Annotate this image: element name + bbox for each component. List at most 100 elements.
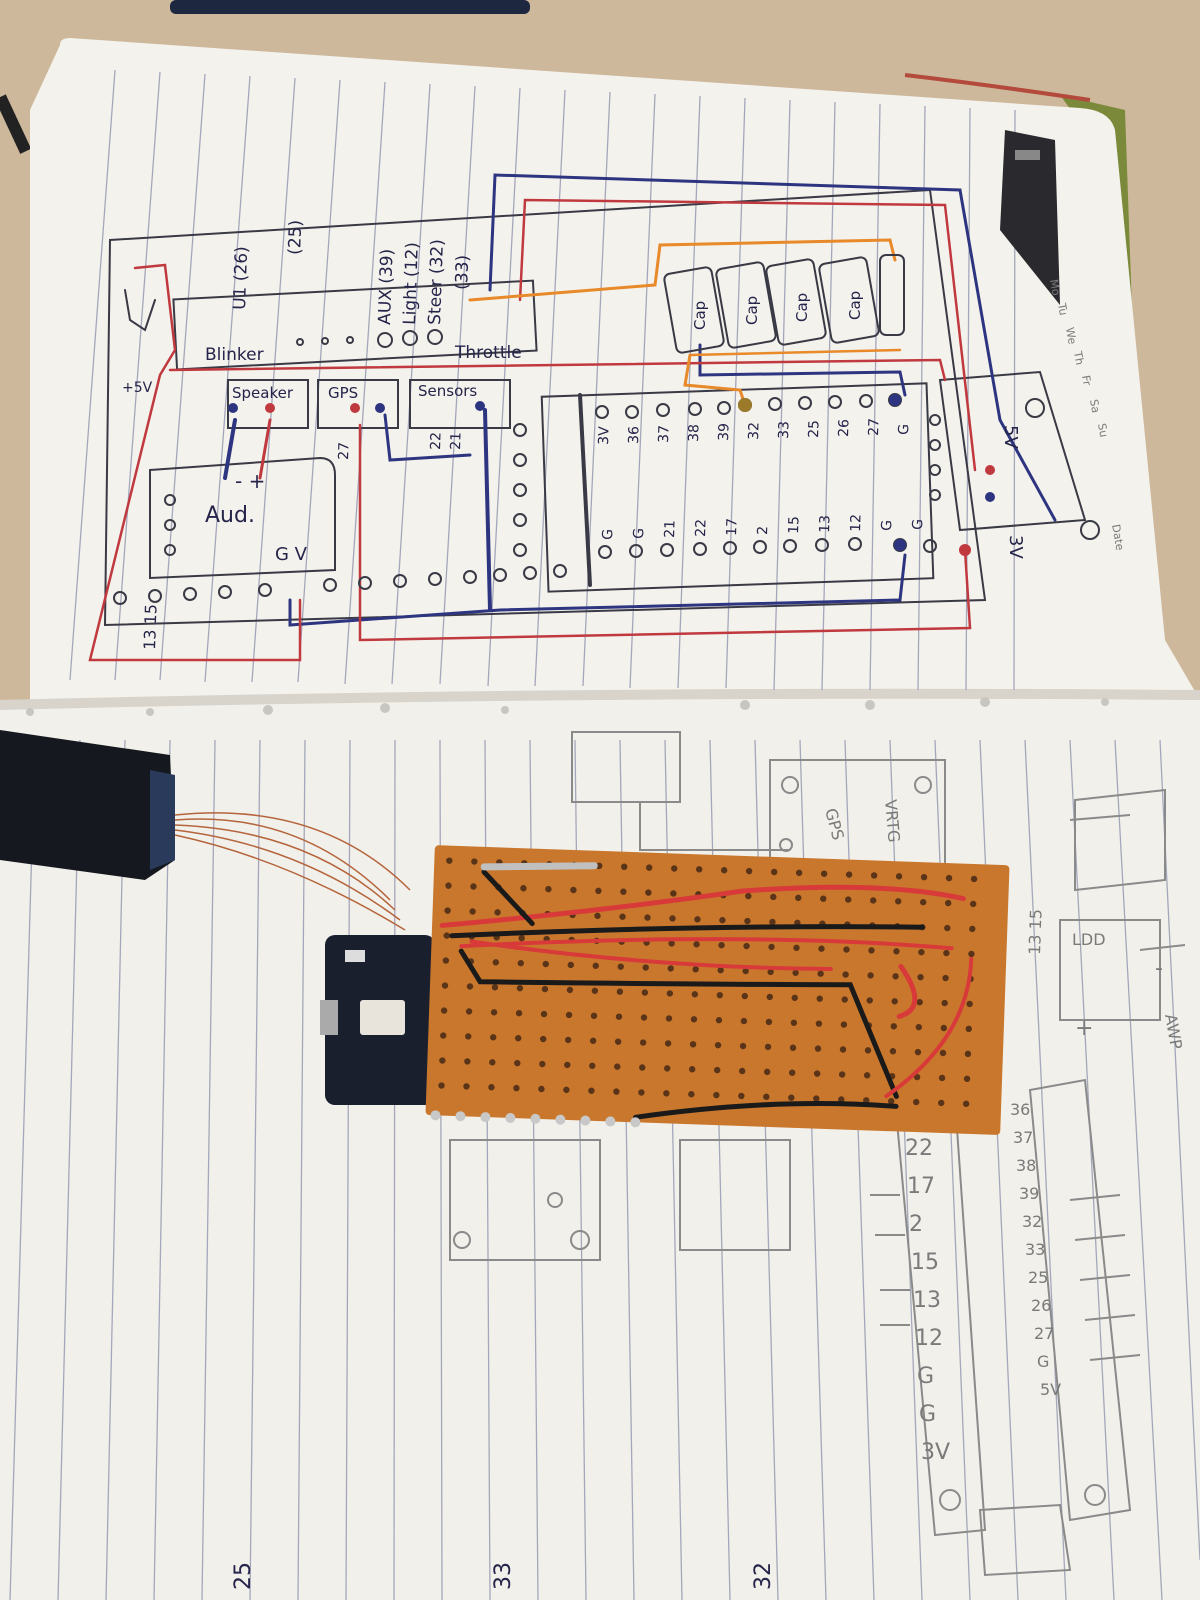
sketch-pin-number: 12	[915, 1326, 943, 1351]
cap-label-1: Cap	[691, 301, 709, 330]
perfboard-hole	[714, 1066, 721, 1074]
perfboard-hole	[964, 1050, 972, 1058]
perfboard-hole	[918, 948, 925, 956]
perfboard-hole	[866, 997, 873, 1004]
perfboard-hole	[466, 983, 474, 990]
perfboard-hole	[464, 1058, 471, 1065]
sketch-pin-number-right: 26	[1031, 1296, 1051, 1315]
perfboard-hole	[663, 1090, 670, 1097]
calendar-day: Mo	[1047, 278, 1063, 296]
perfboard-hole	[818, 945, 825, 952]
label-sensors: Sensors	[418, 382, 477, 400]
esp-left-pin-label: 32	[746, 422, 763, 440]
perfboard-hole	[814, 1045, 822, 1052]
perfboard-hole	[820, 870, 828, 877]
perfboard-hole	[641, 989, 649, 996]
perfboard-hole	[845, 896, 852, 903]
perfboard-hole	[795, 894, 802, 902]
perfboard-hole	[769, 918, 776, 926]
label-25: (25)	[285, 220, 306, 256]
label-steer: Steer (32)	[425, 239, 448, 325]
perfboard-hole	[564, 1036, 572, 1044]
perfboard-hole	[893, 948, 900, 955]
sketch-pin-number-right: 39	[1019, 1184, 1039, 1203]
perfboard-hole	[471, 858, 478, 865]
perfboard-hole	[895, 873, 903, 880]
esp-right-pin-label: 12	[848, 514, 865, 532]
label-1315: 13 15	[140, 604, 161, 650]
perfboard-hole	[867, 972, 874, 979]
perfboard-hole	[688, 1091, 695, 1098]
perfboard-hole	[966, 1000, 973, 1008]
perfboard-hole	[545, 885, 552, 893]
label-33: (33)	[452, 255, 473, 291]
perfboard-hole	[718, 942, 725, 949]
perfboard-hole	[588, 1087, 595, 1094]
perfboard-hole	[444, 907, 451, 914]
perfboard-hole	[638, 1089, 645, 1096]
perfboard-hole	[945, 874, 953, 882]
perfboard-hole	[642, 964, 649, 971]
perfboard-hole	[845, 871, 853, 878]
perfboard-hole	[738, 1067, 746, 1075]
esp-right-pin-label: 21	[662, 520, 679, 538]
label-throttle: Throttle	[454, 343, 522, 363]
esp-right-pin-label: 15	[786, 516, 803, 534]
perfboard-hole	[669, 915, 676, 922]
perfboard-hole	[664, 1065, 671, 1072]
esp-right-pin-label: 13	[817, 515, 834, 533]
perfboard-hole	[440, 1032, 447, 1039]
perfboard-hole	[919, 899, 927, 906]
sketch-pin-number-right: 25	[1028, 1268, 1048, 1287]
perfboard	[425, 845, 1010, 1135]
perfboard-hole	[492, 959, 500, 966]
perfboard-hole	[517, 960, 525, 967]
perfboard-hole	[815, 1020, 823, 1027]
perfboard-hole	[892, 973, 899, 980]
perfboard-hole	[665, 1015, 673, 1022]
perfboard-hole	[962, 1100, 970, 1108]
perfboard-hole	[889, 1048, 897, 1055]
perfboard-hole	[745, 892, 752, 900]
perfboard-hole	[520, 885, 527, 892]
perfboard-hole	[745, 867, 753, 875]
perfboard-hole	[965, 1025, 972, 1033]
perfboard-hole	[968, 950, 975, 958]
perfboard-hole	[790, 1019, 798, 1026]
perfboard-hole	[439, 1057, 446, 1064]
sketch-pin-number-right: 38	[1016, 1156, 1036, 1175]
perfboard-hole	[564, 1061, 571, 1069]
perfboard-hole	[938, 1074, 946, 1082]
perfboard-hole	[895, 898, 902, 905]
perfboard-hole	[645, 889, 652, 896]
perfboard-hole	[540, 1010, 548, 1018]
perfboard-hole	[720, 867, 728, 874]
perfboard-hole	[715, 1016, 723, 1024]
perfboard-hole	[793, 944, 800, 952]
schematic-text: U1 (26) (25) AUX (39) Light (12) Steer (…	[122, 220, 1026, 651]
perfboard-hole	[742, 967, 749, 975]
perfboard-hole	[763, 1068, 771, 1076]
perfboard-hole	[863, 1072, 871, 1079]
label-gv: G V	[275, 544, 308, 565]
sketch-pin-number-right: 37	[1013, 1128, 1033, 1147]
date-label: Date	[1109, 523, 1126, 551]
perfboard-hole	[515, 1009, 523, 1017]
pen-top	[170, 0, 530, 14]
perfboard-hole	[465, 1008, 473, 1015]
cap-label-2: Cap	[743, 296, 761, 325]
perfboard-hole	[763, 1093, 770, 1101]
label-minus-plus: - +	[235, 469, 265, 493]
perfboard-hole	[716, 991, 724, 999]
perfboard-hole	[639, 1064, 646, 1071]
perfboard-hole	[640, 1014, 648, 1021]
label-5v: 5V	[1000, 425, 1021, 449]
perfboard-hole	[795, 869, 803, 877]
esp-right-pin-label: 2	[755, 526, 771, 535]
perfboard-hole	[671, 865, 678, 872]
schematic-drawing	[88, 173, 1100, 662]
perfboard-hole	[541, 985, 549, 993]
perfboard-hole	[494, 909, 501, 916]
